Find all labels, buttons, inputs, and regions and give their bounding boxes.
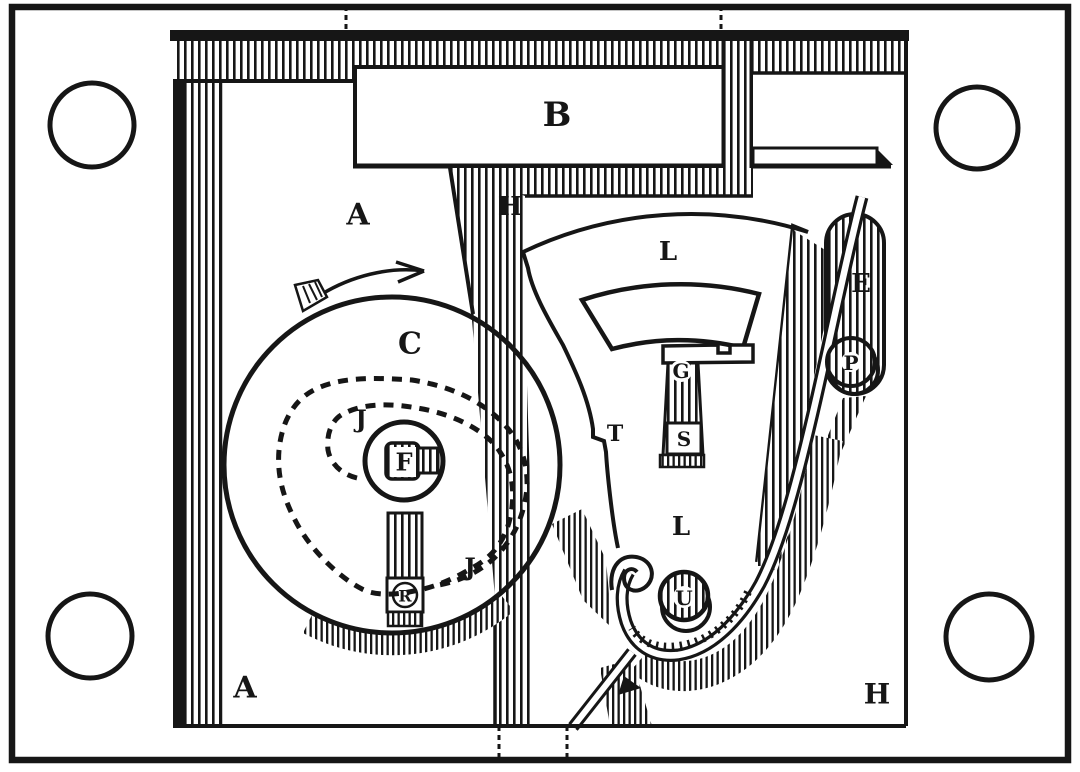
screw-hole-bottom-left xyxy=(45,591,135,681)
rod-left-shadow xyxy=(757,230,838,566)
sector-lever xyxy=(520,212,809,575)
case-top-edge xyxy=(170,30,909,41)
part-label-U: U xyxy=(675,586,692,610)
case-top-wall-right xyxy=(753,41,908,73)
part-label-L-upper: L xyxy=(659,237,677,267)
wheel-rim xyxy=(221,294,563,636)
part-label-E: E xyxy=(851,269,871,299)
wheel-shadow-fringe xyxy=(303,595,514,656)
bolt xyxy=(355,67,722,166)
part-label-H-lower: H xyxy=(864,678,890,711)
sector-outline xyxy=(520,212,809,563)
spiral-spring xyxy=(276,375,530,597)
ledge-end-wedge xyxy=(877,149,893,165)
part-label-L-lower: L xyxy=(672,512,690,542)
pillar-diagonal-edge xyxy=(448,167,475,315)
part-label-C: C xyxy=(398,327,422,362)
part-label-G: G xyxy=(672,359,689,383)
part-label-S: S xyxy=(677,427,691,451)
label-halo-F xyxy=(394,447,416,477)
rotation-arrow-icon xyxy=(293,260,425,313)
hub-assembly xyxy=(362,419,446,628)
part-label-A-upper: A xyxy=(345,198,370,233)
bar-tip xyxy=(618,676,641,695)
tee-foot xyxy=(658,453,706,469)
rod-core xyxy=(618,196,866,659)
part-label-P: P xyxy=(843,351,858,375)
case-left-edge xyxy=(173,33,186,727)
part-label-R: R xyxy=(398,587,412,606)
arbor-lug xyxy=(416,446,440,475)
bolt-guide-horizontal xyxy=(450,168,753,196)
part-label-J-outer: J xyxy=(462,553,475,582)
hub-boss xyxy=(362,419,446,503)
bar-core xyxy=(570,650,635,729)
part-label-F: F xyxy=(395,448,412,477)
plate-border xyxy=(8,3,1072,764)
case-top-wall-left xyxy=(173,41,353,81)
arrow-shaft xyxy=(321,268,425,296)
scroll-curl xyxy=(609,554,654,593)
part-label-B: B xyxy=(543,95,572,135)
section-marks xyxy=(344,6,723,757)
part-label-A-lower: A xyxy=(232,671,257,706)
part-label-J-inner: J xyxy=(353,405,366,434)
hook-shadow-fringe xyxy=(630,435,843,692)
part-labels: A A B C E F G H H J J L L P R S T U xyxy=(232,95,890,711)
outer-plate xyxy=(8,3,1072,764)
screw-hole-top-left xyxy=(47,80,137,170)
shadows xyxy=(552,230,866,692)
wheel xyxy=(221,294,563,656)
screw-hole-bottom-right xyxy=(943,591,1035,683)
screw-hole-top-right xyxy=(933,84,1021,172)
sector-hatched-band xyxy=(578,282,762,352)
arrow-head xyxy=(395,260,425,284)
stud-U xyxy=(657,569,712,633)
lever-shadow xyxy=(552,509,612,628)
spring-bar xyxy=(568,648,652,731)
arrow-feather-stripes xyxy=(302,281,323,304)
label-halo-U xyxy=(673,586,695,608)
pillar-hatch xyxy=(450,168,533,726)
stud-R-stem xyxy=(386,511,424,580)
label-halo-P xyxy=(841,352,861,372)
stud-S-box xyxy=(665,421,703,456)
stud-R-foot xyxy=(386,610,424,628)
label-halo-G xyxy=(670,360,692,382)
case-top-wall-middle xyxy=(353,41,722,67)
part-label-H-upper: H xyxy=(498,192,523,222)
part-label-T: T xyxy=(607,421,624,447)
ledge xyxy=(751,146,879,168)
rod-assembly xyxy=(609,195,886,662)
lock-case xyxy=(170,30,909,727)
hook-comb-ticks xyxy=(628,590,752,651)
